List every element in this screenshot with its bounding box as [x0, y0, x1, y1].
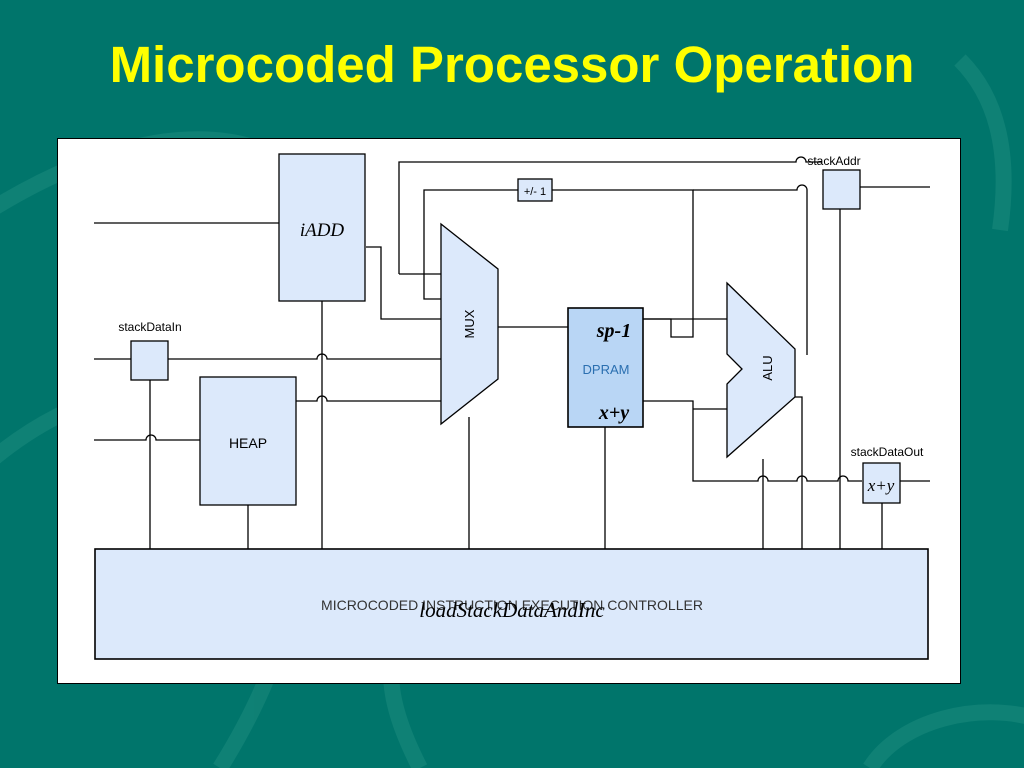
stackdatain-register — [130, 340, 169, 381]
wire-iadd-to-mux — [366, 246, 441, 320]
wire-heap-input — [94, 434, 200, 441]
wire-incdec-to-mux — [423, 189, 518, 300]
incdec-block — [517, 178, 553, 202]
dpram-top-value: sp-1 — [596, 320, 631, 342]
iadd-label: iADD — [300, 220, 345, 241]
slide-title: Microcoded Processor Operation — [109, 36, 915, 93]
controller-state: loadStackDataAndInc — [419, 598, 605, 622]
alu-label: ALU — [760, 355, 775, 380]
dpram-label: DPRAM — [583, 362, 630, 377]
incdec-label: +/- 1 — [524, 186, 546, 198]
mux-block — [440, 222, 499, 426]
stackdataout-register — [862, 462, 901, 504]
heap-label: HEAP — [229, 435, 267, 451]
iadd-block — [278, 153, 366, 302]
wire-stackaddr-loop — [398, 156, 822, 274]
wire-dpram-b-to-alu — [643, 400, 862, 482]
stackdataout-label: stackDataOut — [851, 445, 924, 459]
alu-block — [726, 281, 796, 459]
mux-label: MUX — [462, 309, 477, 338]
dpram-bottom-value: x+y — [598, 402, 629, 424]
wire-alu-output — [795, 396, 803, 549]
controller-block — [94, 548, 929, 660]
wire-heap-to-mux — [296, 395, 441, 402]
wire-incdec-to-alu — [693, 184, 808, 355]
wire-stackdatain-to-mux — [168, 353, 441, 360]
stackdatain-label: stackDataIn — [118, 320, 181, 334]
stackdataout-value: x+y — [867, 476, 895, 495]
diagram-frame: iADD HEAP MUX ALU +/- 1 DPRAM sp-1 x+y x… — [57, 138, 961, 684]
dpram-block — [567, 307, 644, 428]
heap-block — [199, 376, 297, 506]
controller-label: MICROCODED INSTRUCTION EXECUTION CONTROL… — [321, 597, 703, 613]
stackaddr-register — [822, 169, 861, 210]
processor-block-diagram: iADD HEAP MUX ALU +/- 1 DPRAM sp-1 x+y x… — [94, 153, 930, 660]
stackaddr-label: stackAddr — [807, 154, 860, 168]
